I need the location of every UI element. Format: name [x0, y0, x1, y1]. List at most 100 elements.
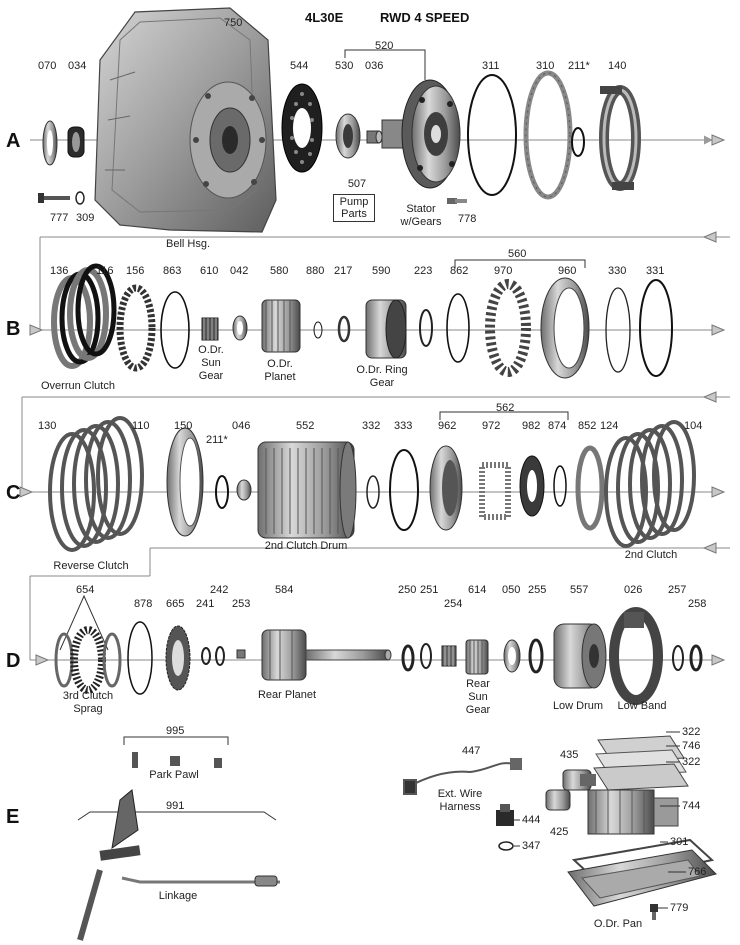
- part-no-584: 584: [275, 584, 294, 596]
- part-no-972: 972: [482, 420, 501, 432]
- part-no-211: 211*: [568, 60, 590, 72]
- 3rd-clutch-sprag-caption-1: 3rd Clutch: [62, 690, 114, 702]
- part-435-solenoid: [562, 769, 596, 791]
- part-no-744: 744: [682, 800, 701, 812]
- part-254-bearing: [441, 645, 457, 667]
- rear-planet-caption: Rear Planet: [257, 689, 317, 701]
- part-no-253: 253: [232, 598, 251, 610]
- part-no-880: 880: [306, 265, 325, 277]
- part-overrun-clutch-pack: [51, 263, 117, 369]
- part-241-washer: [201, 647, 211, 665]
- part-no-862: 862: [450, 265, 469, 277]
- part-no-311: 311: [482, 60, 500, 72]
- part-no-995: 995: [166, 725, 185, 737]
- 2nd-clutch-caption: 2nd Clutch: [624, 549, 678, 561]
- 3rd-clutch-sprag-caption-2: Sprag: [73, 703, 103, 715]
- bracket-995: [123, 736, 229, 745]
- part-no-852: 852: [578, 420, 597, 432]
- part-no-150: 150: [174, 420, 193, 432]
- od-sun-gear-caption-1: O.Dr.: [198, 344, 224, 356]
- part-557-low-drum: [553, 623, 607, 689]
- part-333-ring: [389, 449, 419, 531]
- part-880-snap-ring: [313, 321, 323, 339]
- linkage-caption: Linkage: [158, 890, 198, 902]
- part-no-255: 255: [528, 584, 547, 596]
- od-planet-caption-1: O.Dr.: [267, 358, 293, 370]
- part-034-seal: [67, 126, 85, 158]
- part-no-254: 254: [444, 598, 463, 610]
- part-311-seal-ring: [467, 74, 517, 196]
- od-ring-gear-caption-2: Gear: [369, 377, 395, 389]
- part-no-322-a: 322: [682, 726, 701, 738]
- part-no-444: 444: [522, 814, 541, 826]
- part-584-rear-planet: [261, 629, 392, 681]
- part-no-557: 557: [570, 584, 589, 596]
- row-label-d: D: [6, 650, 21, 672]
- part-050-bushing: [503, 639, 521, 673]
- part-610-sun-gear: [201, 317, 219, 341]
- part-no-332: 332: [362, 420, 381, 432]
- part-no-156: 156: [126, 265, 145, 277]
- part-863-snap-ring: [160, 291, 190, 369]
- part-242-washer: [215, 646, 225, 666]
- part-530-bearing: [335, 113, 361, 159]
- part-036-bushing: [366, 130, 383, 144]
- part-no-140: 140: [608, 60, 627, 72]
- part-250-washer: [401, 644, 415, 672]
- part-614-sun-gear: [465, 639, 489, 675]
- part-251-washer: [420, 643, 432, 669]
- part-no-766: 766: [688, 866, 707, 878]
- park-pawl-caption: Park Pawl: [149, 769, 199, 781]
- part-580-planet: [261, 299, 301, 353]
- part-330-ring: [605, 287, 631, 373]
- part-no-580: 580: [270, 265, 289, 277]
- part-no-130: 130: [38, 420, 57, 432]
- part-2nd-clutch-pack: [604, 420, 696, 548]
- od-planet-caption-2: Planet: [264, 371, 296, 383]
- part-no-610: 610: [200, 265, 219, 277]
- part-no-347: 347: [522, 840, 541, 852]
- part-no-034: 034: [68, 60, 87, 72]
- part-150-drum: [166, 427, 204, 537]
- part-878-ring: [127, 621, 153, 695]
- part-no-211-c: 211*: [206, 434, 228, 446]
- part-331-ring: [639, 279, 673, 377]
- part-253-pin: [236, 649, 246, 659]
- stator-caption-2: w/Gears: [400, 216, 442, 228]
- part-no-552: 552: [296, 420, 315, 432]
- row-label-a: A: [6, 130, 21, 152]
- part-255-washer: [528, 638, 544, 674]
- part-no-560: 560: [508, 248, 527, 260]
- part-no-654: 654: [76, 584, 95, 596]
- reverse-clutch-caption: Reverse Clutch: [53, 560, 129, 572]
- part-no-136: 136: [50, 265, 69, 277]
- part-778-bolt: [447, 198, 467, 204]
- part-no-520: 520: [375, 40, 394, 52]
- part-447-harness: [403, 758, 522, 795]
- part-779-bolt: [650, 904, 658, 920]
- part-valve-plates: [593, 735, 689, 791]
- part-no-544: 544: [290, 60, 309, 72]
- low-band-caption: Low Band: [617, 700, 667, 712]
- part-no-874: 874: [548, 420, 567, 432]
- part-no-042: 042: [230, 265, 249, 277]
- part-reverse-clutch-pack: [48, 416, 144, 552]
- part-no-991: 991: [166, 800, 185, 812]
- part-no-614: 614: [468, 584, 487, 596]
- bracket-562: [439, 411, 569, 420]
- row-label-b: B: [6, 318, 21, 340]
- part-no-251: 251: [420, 584, 439, 596]
- part-258-washer: [689, 644, 703, 672]
- part-211c-seal: [215, 475, 229, 509]
- drive-type-title: RWD 4 SPEED: [380, 10, 470, 25]
- bell-housing-caption: Bell Hsg.: [165, 238, 211, 250]
- part-962-hub: [429, 445, 463, 531]
- part-no-750: 750: [224, 17, 243, 29]
- bracket-991: [77, 811, 277, 821]
- part-042-bushing: [232, 315, 248, 341]
- part-no-447: 447: [462, 745, 481, 757]
- part-no-778: 778: [458, 213, 477, 225]
- ext-wire-harness-caption-1: Ext. Wire: [437, 788, 483, 800]
- od-pan-caption: O.Dr. Pan: [593, 918, 643, 930]
